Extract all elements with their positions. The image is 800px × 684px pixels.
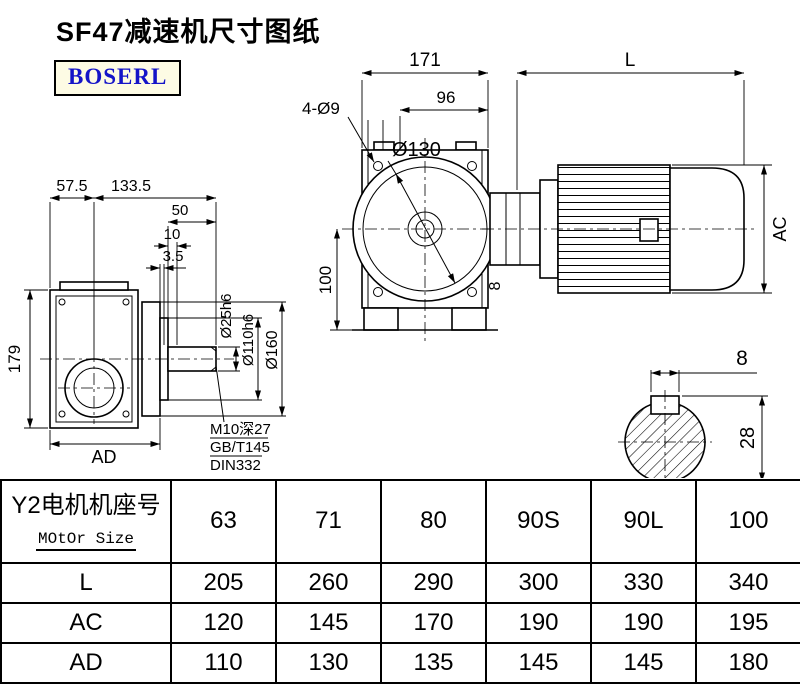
table-cell: 290 xyxy=(380,561,487,604)
table-cell: 145 xyxy=(590,641,697,684)
header-label-cn: Y2电机机座号 xyxy=(11,492,161,520)
table-row-AD: AD 110 130 135 145 145 180 xyxy=(0,641,800,684)
table-cell: 190 xyxy=(590,601,697,644)
table-cell: 110 xyxy=(170,641,277,684)
note-standard-gb: GB/T145 xyxy=(210,439,270,456)
table-row-header: Y2电机机座号 MOtOr Size 63 71 80 90S 90L 100 xyxy=(0,479,800,564)
table-cell: 300 xyxy=(485,561,592,604)
table-cell: 90L xyxy=(590,479,697,564)
shaft-section-view: 8 28 xyxy=(618,347,768,478)
table-cell: 260 xyxy=(275,561,382,604)
dim-label-shaft-dia: Ø25h6 xyxy=(218,293,235,338)
table-cell: 190 xyxy=(485,601,592,644)
dim-label-L: L xyxy=(625,50,636,71)
dim-label-100: 100 xyxy=(316,266,335,294)
row-label: L xyxy=(0,561,172,604)
dim-label-AC: AC xyxy=(770,216,790,241)
table-cell: 120 xyxy=(170,601,277,644)
table-cell: 90S xyxy=(485,479,592,564)
dim-label-50: 50 xyxy=(172,202,189,219)
row-label: AC xyxy=(0,601,172,644)
dim-label-171: 171 xyxy=(409,50,441,71)
table-row-L: L 205 260 290 300 330 340 xyxy=(0,561,800,604)
dim-label-flange-dia-160: Ø160 xyxy=(264,330,281,369)
table-row-AC: AC 120 145 170 190 190 195 xyxy=(0,601,800,644)
dim-label-179: 179 xyxy=(5,345,24,373)
header-label-cell: Y2电机机座号 MOtOr Size xyxy=(0,479,172,564)
table-cell: 340 xyxy=(695,561,800,604)
dim-label-key-8: 8 xyxy=(736,347,748,370)
table-cell: 195 xyxy=(695,601,800,644)
dim-label-4-o9: 4-Ø9 xyxy=(302,99,340,118)
table-cell: 100 xyxy=(695,479,800,564)
front-view: 171 96 4-Ø9 Ø130 100 xyxy=(302,50,508,342)
table-cell: 130 xyxy=(275,641,382,684)
table-cell: 180 xyxy=(695,641,800,684)
table-cell: 145 xyxy=(485,641,592,684)
technical-drawing: 179 AD 57.5 133.5 50 10 xyxy=(5,50,790,478)
table-cell: 63 xyxy=(170,479,277,564)
table-cell: 135 xyxy=(380,641,487,684)
motor-view: L AC 8 xyxy=(482,50,790,294)
header-label-en: MOtOr Size xyxy=(35,529,136,552)
table-cell: 330 xyxy=(590,561,697,604)
dim-label-10: 10 xyxy=(164,226,181,243)
dim-label-96: 96 xyxy=(437,88,456,107)
dim-label-3-5: 3.5 xyxy=(163,248,184,265)
dim-label-key-28: 28 xyxy=(737,427,759,449)
dim-label-gap-8: 8 xyxy=(487,281,504,290)
brand-logo-text: BOSERL xyxy=(68,64,168,89)
note-standard-din: DIN332 xyxy=(210,457,261,474)
table-cell: 170 xyxy=(380,601,487,644)
table-cell: 71 xyxy=(275,479,382,564)
side-view: 179 AD 57.5 133.5 50 10 xyxy=(5,178,286,474)
dim-label-133-5: 133.5 xyxy=(111,178,151,195)
dim-label-o130: Ø130 xyxy=(392,139,441,161)
dim-label-ad: AD xyxy=(91,447,116,467)
brand-logo-box: BOSERL xyxy=(54,60,182,96)
table-cell: 205 xyxy=(170,561,277,604)
table-cell: 145 xyxy=(275,601,382,644)
table-cell: 80 xyxy=(380,479,487,564)
page-title: SF47减速机尺寸图纸 xyxy=(56,17,321,47)
row-label: AD xyxy=(0,641,172,684)
note-thread: M10深27 xyxy=(210,421,271,438)
dim-label-spigot-dia: Ø110h6 xyxy=(240,314,257,366)
motor-size-table: Y2电机机座号 MOtOr Size 63 71 80 90S 90L 100 … xyxy=(0,479,800,684)
dim-label-57-5: 57.5 xyxy=(56,178,87,195)
